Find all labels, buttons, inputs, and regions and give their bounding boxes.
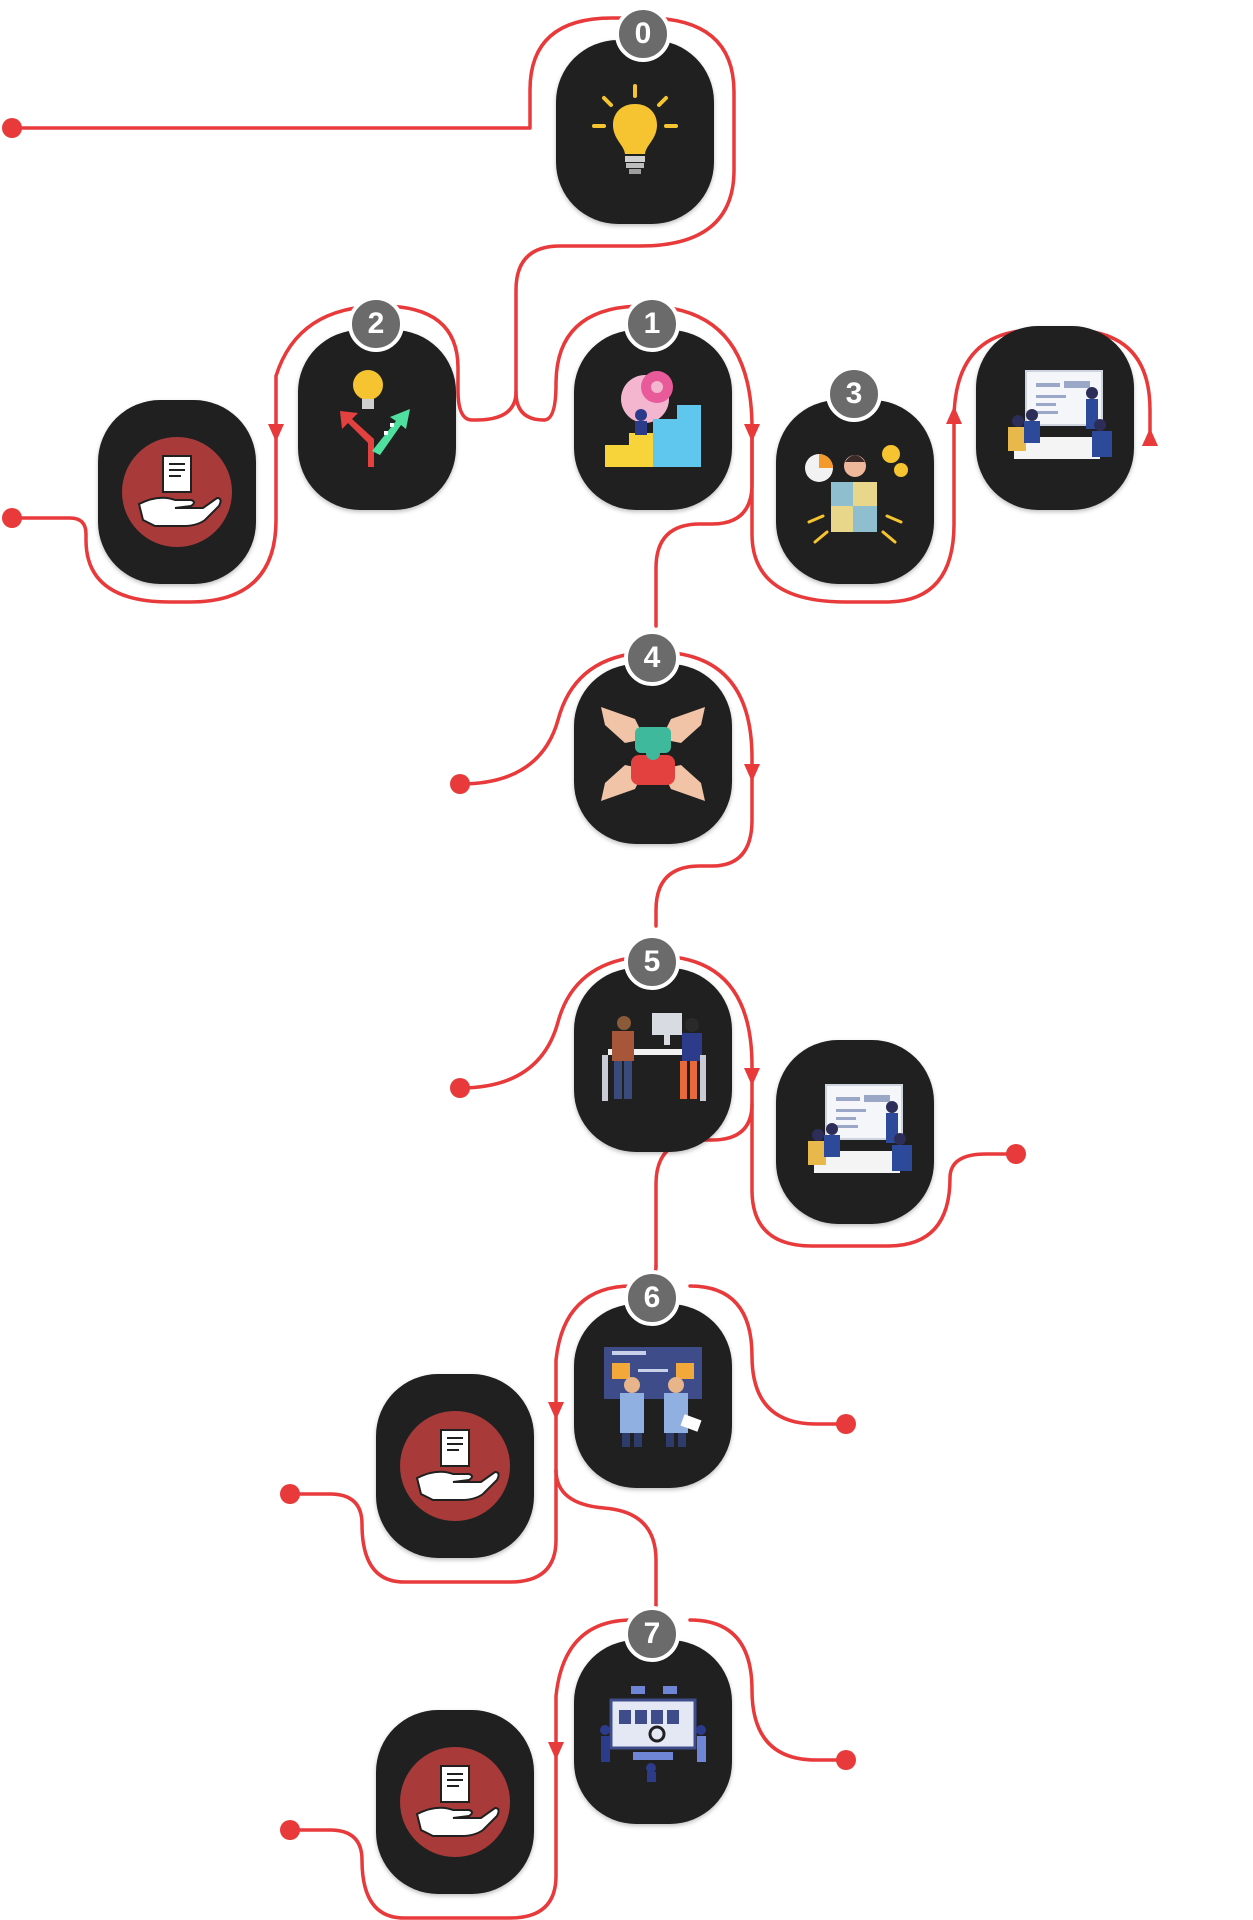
- end-dot: [280, 1484, 300, 1504]
- end-dot: [2, 118, 22, 138]
- puzzle-person-icon: [805, 445, 908, 544]
- arrow-down-icon: [548, 1402, 564, 1420]
- node-7-card[interactable]: [574, 1640, 732, 1824]
- office-meeting-icon: [602, 1013, 706, 1101]
- plan-card[interactable]: [976, 326, 1134, 510]
- arrow-down-icon: [268, 424, 284, 442]
- arrow-down-icon: [744, 424, 760, 442]
- teamwork-hands-icon: [601, 707, 705, 801]
- idea-arrows-icon: [340, 370, 410, 467]
- end-dot: [836, 1750, 856, 1770]
- node-badge: 5: [624, 934, 680, 990]
- document-hand-icon: [400, 1411, 510, 1521]
- node-5-card[interactable]: [574, 968, 732, 1152]
- document-hand-icon: [122, 437, 232, 547]
- node-1-card[interactable]: [574, 330, 732, 510]
- end-dot: [450, 1078, 470, 1098]
- node-6-card[interactable]: [574, 1304, 732, 1488]
- document-hand-icon: [400, 1747, 510, 1857]
- node-badge: 6: [624, 1270, 680, 1326]
- plan-presentation-icon: [808, 1084, 912, 1173]
- node-badge: 1: [624, 296, 680, 352]
- lightbulb-icon: [592, 84, 678, 174]
- strategy-board-icon: [604, 1347, 702, 1447]
- arrow-down-icon: [744, 764, 760, 782]
- node-0-card[interactable]: [556, 40, 714, 224]
- arrow-down-icon: [548, 1742, 564, 1760]
- end-dot: [450, 774, 470, 794]
- end-dot: [280, 1820, 300, 1840]
- doc-card[interactable]: [98, 400, 256, 584]
- doc-card[interactable]: [376, 1710, 534, 1894]
- node-badge: 0: [615, 6, 671, 62]
- arrow-down-icon: [744, 1068, 760, 1086]
- plan-presentation-icon: [1008, 370, 1112, 459]
- node-4-card[interactable]: [574, 664, 732, 844]
- arrow-up-icon: [1142, 428, 1158, 446]
- node-badge: 3: [826, 366, 882, 422]
- plan-card[interactable]: [776, 1040, 934, 1224]
- dashboard-team-icon: [600, 1686, 706, 1782]
- end-dot: [1006, 1144, 1026, 1164]
- node-badge: 2: [348, 296, 404, 352]
- node-2-card[interactable]: [298, 330, 456, 510]
- node-badge: 7: [624, 1606, 680, 1662]
- node-3-card[interactable]: [776, 400, 934, 584]
- node-badge: 4: [624, 630, 680, 686]
- end-dot: [2, 508, 22, 528]
- arrow-up-icon: [946, 406, 962, 424]
- end-dot: [836, 1414, 856, 1434]
- doc-card[interactable]: [376, 1374, 534, 1558]
- growth-steps-icon: [605, 371, 701, 467]
